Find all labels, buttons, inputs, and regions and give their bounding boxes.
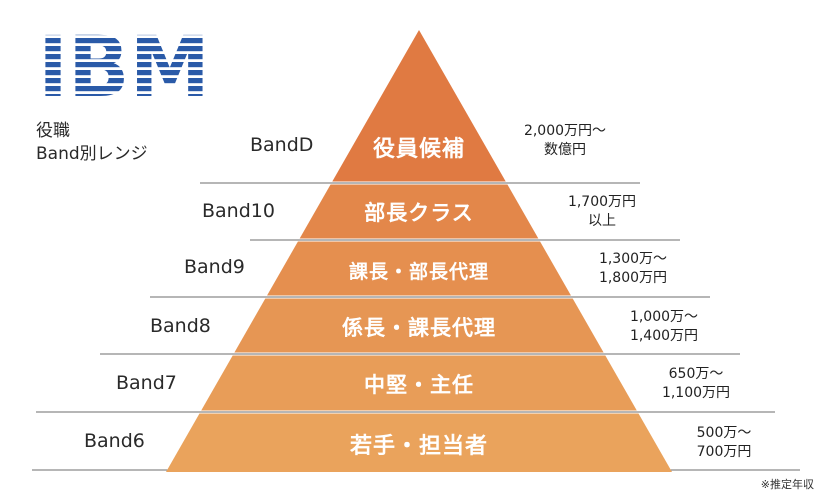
salary-9-line2: 1,800万円 [598,270,668,286]
salary-d-line1: 2,000万円～ [523,123,607,139]
pyramid-tier [166,413,672,472]
salary-6-line2: 700万円 [696,444,752,460]
salary-d-line2: 数億円 [544,142,586,158]
salary-10: 1,700万円 以上 [542,193,662,231]
tier-role-d: 役員候補 [372,136,465,162]
band-label-7: Band7 [116,372,177,394]
tier-role-8: 係長・課長代理 [342,316,496,341]
salary-6-line1: 500万～ [696,425,752,441]
pyramid-tier [267,241,571,296]
diagram-side-title: 役職 Band別レンジ [36,120,148,166]
salary-6: 500万～ 700万円 [664,424,784,462]
tier-role-7: 中堅・主任 [364,373,474,398]
pyramid-tier [201,355,637,411]
band-label-d: BandD [250,134,314,156]
side-title-line2: Band別レンジ [36,144,148,164]
salary-10-line1: 1,700万円 [567,194,637,210]
salary-7: 650万～ 1,100万円 [636,365,756,403]
ibm-logo: IBM [38,30,210,100]
salary-8-line1: 1,000万～ [629,309,699,325]
salary-8: 1,000万～ 1,400万円 [604,308,724,346]
ibm-logo-text: IBM [38,30,210,100]
side-title-line1: 役職 [36,121,70,141]
pyramid-tier [299,184,539,239]
band-label-6: Band6 [84,430,145,452]
band-label-8: Band8 [150,315,211,337]
tier-role-9: 課長・部長代理 [348,260,489,283]
salary-7-line2: 1,100万円 [661,385,731,401]
tier-role-6: 若手・担当者 [349,433,488,459]
salary-7-line1: 650万～ [668,366,724,382]
salary-9-line1: 1,300万～ [598,251,668,267]
pyramid-tier [234,298,604,353]
salary-10-line2: 以上 [588,213,616,229]
salary-9: 1,300万～ 1,800万円 [573,250,693,288]
salary-d: 2,000万円～ 数億円 [505,122,625,160]
pyramid-tier [332,30,506,182]
tier-role-10: 部長クラス [364,201,474,226]
band-label-10: Band10 [202,200,275,222]
salary-8-line2: 1,400万円 [629,328,699,344]
pyramid-tiers [166,30,672,472]
estimate-note: ※推定年収 [760,478,814,491]
band-label-9: Band9 [184,256,245,278]
